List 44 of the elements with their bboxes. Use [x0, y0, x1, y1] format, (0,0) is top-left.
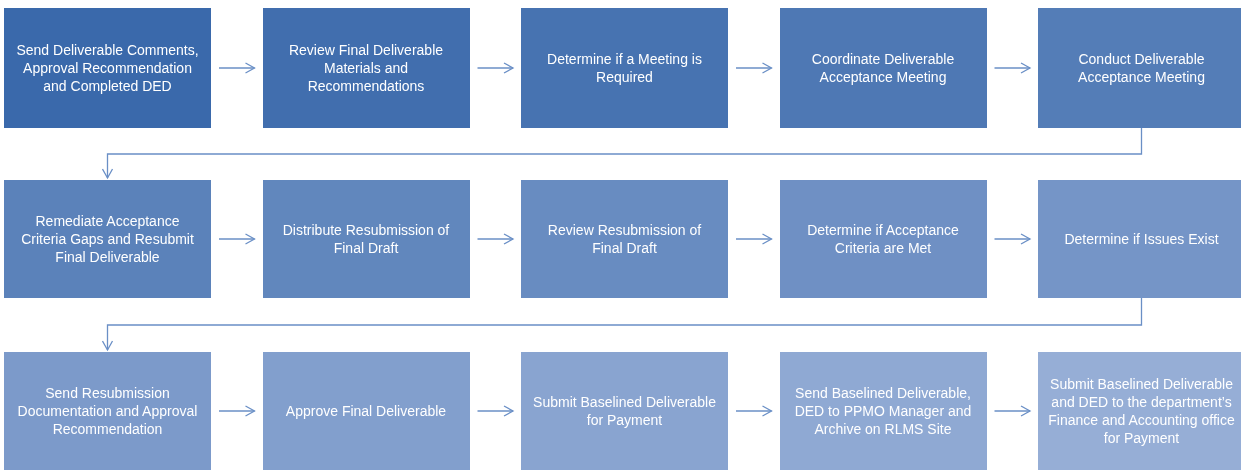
- arrow: [218, 405, 256, 417]
- process-box: [262, 180, 470, 298]
- process-box: [4, 180, 211, 298]
- step-text: Remediate Acceptance Criteria Gaps and Resubmit Final Deliverable: [20, 211, 195, 267]
- process-box: [4, 352, 211, 470]
- arrow: [101, 297, 1143, 351]
- process-box: [521, 352, 728, 470]
- process-box: [1038, 352, 1241, 470]
- process-box: [779, 352, 987, 470]
- arrow: [735, 405, 773, 417]
- process-box: [521, 8, 728, 128]
- step-text: Determine if a Meeting is Required: [546, 49, 703, 87]
- arrow: [476, 233, 514, 245]
- arrow: [993, 405, 1031, 417]
- arrow: [993, 62, 1031, 74]
- process-box: [1038, 8, 1241, 128]
- process-box: [262, 352, 470, 470]
- step-text: Submit Baselined Deliverable for Payment: [532, 392, 717, 430]
- arrow: [735, 233, 773, 245]
- arrow: [476, 405, 514, 417]
- arrow: [993, 233, 1031, 245]
- process-box: [779, 8, 987, 128]
- arrow: [101, 127, 1143, 179]
- step-text: Send Deliverable Comments, Approval Recommendation and Completed DED: [15, 40, 200, 96]
- process-box: [262, 8, 470, 128]
- step-text: Submit Baselined Deliverable and DED to the department’s Finance and Accounting office for Payment: [1048, 374, 1235, 448]
- step-text: Conduct Deliverable Acceptance Meeting: [1077, 49, 1206, 87]
- step-text: Determine if Issues Exist: [1064, 229, 1219, 249]
- process-box: [4, 8, 211, 128]
- step-text: Review Final Deliverable Materials and Recommendations: [287, 40, 445, 96]
- step-text: Distribute Resubmission of Final Draft: [281, 220, 451, 258]
- arrow: [218, 62, 256, 74]
- process-box: [521, 180, 728, 298]
- step-text: Coordinate Deliverable Acceptance Meeting: [810, 49, 956, 87]
- step-text: Determine if Acceptance Criteria are Met: [806, 220, 960, 258]
- step-text: Review Resubmission of Final Draft: [546, 220, 703, 258]
- step-text: Send Baselined Deliverable, DED to PPMO Manager and Archive on RLMS Site: [793, 383, 973, 439]
- arrow: [218, 233, 256, 245]
- process-box: [1038, 180, 1241, 298]
- arrow: [476, 62, 514, 74]
- process-box: [779, 180, 987, 298]
- arrow: [735, 62, 773, 74]
- step-text: Approve Final Deliverable: [285, 401, 447, 421]
- step-text: Send Resubmission Documentation and Approval Recommendation: [16, 383, 199, 439]
